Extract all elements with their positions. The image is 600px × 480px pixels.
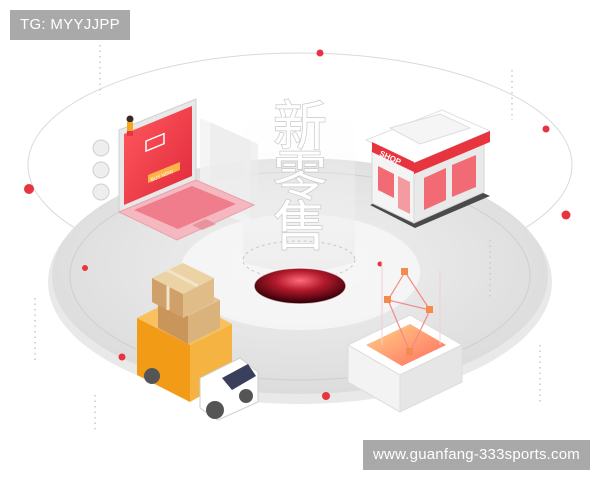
network-node — [401, 268, 408, 275]
portal-rim — [253, 267, 347, 305]
watermark-url: www.guanfang-333sports.com — [363, 440, 590, 470]
laptop-icon: BUY NOW — [117, 98, 258, 241]
orbit-dot — [322, 392, 330, 400]
coin-icon — [92, 161, 110, 179]
coin-stack — [92, 139, 110, 201]
shop-window — [424, 168, 446, 210]
truck-wheel — [206, 401, 224, 419]
box-side — [158, 300, 188, 344]
laptop-screen — [124, 106, 192, 205]
network-icon — [346, 262, 464, 413]
shop-sign-board — [372, 142, 414, 172]
shop-awning-front — [414, 131, 490, 174]
cube-glow — [366, 324, 446, 366]
orbit-dot — [24, 184, 34, 194]
tg-badge: TG: MYYJJPP — [10, 10, 130, 40]
person-icon — [126, 115, 134, 136]
laptop-trackpad — [192, 219, 216, 230]
shop-door — [398, 176, 410, 214]
shop-roof-box — [388, 113, 472, 145]
portal-icon — [254, 268, 346, 304]
title-char-2: 零 — [273, 145, 327, 208]
shop-icon: SHOP — [364, 109, 492, 228]
title-char-1: 新 — [273, 95, 327, 158]
orbit-dot — [118, 353, 126, 361]
laptop-cart-icon — [145, 132, 165, 153]
box-icon — [152, 263, 220, 344]
truck-wheel — [239, 389, 253, 403]
center-light-beam — [243, 95, 355, 272]
network-link — [404, 271, 431, 311]
shop-window — [378, 166, 394, 198]
orbit-dot — [561, 210, 571, 220]
laptop-buy-button — [148, 162, 180, 183]
shop-window — [452, 155, 476, 197]
network-node — [406, 348, 413, 355]
box-upper-front — [183, 278, 214, 318]
coin-icon — [92, 139, 110, 157]
truck-windshield — [222, 364, 256, 390]
network-node — [384, 296, 391, 303]
orbit-dot — [377, 261, 383, 267]
truck-wheel — [144, 368, 160, 384]
coin-icon — [92, 183, 110, 201]
cube-right — [399, 344, 463, 413]
laptop-keyboard — [134, 186, 236, 229]
orbit-dot — [82, 265, 88, 271]
box-front — [188, 300, 220, 344]
orbit-dot — [316, 49, 324, 57]
network-node — [426, 306, 433, 313]
title-char-3: 售 — [273, 195, 327, 258]
orbit-dot — [542, 125, 550, 133]
